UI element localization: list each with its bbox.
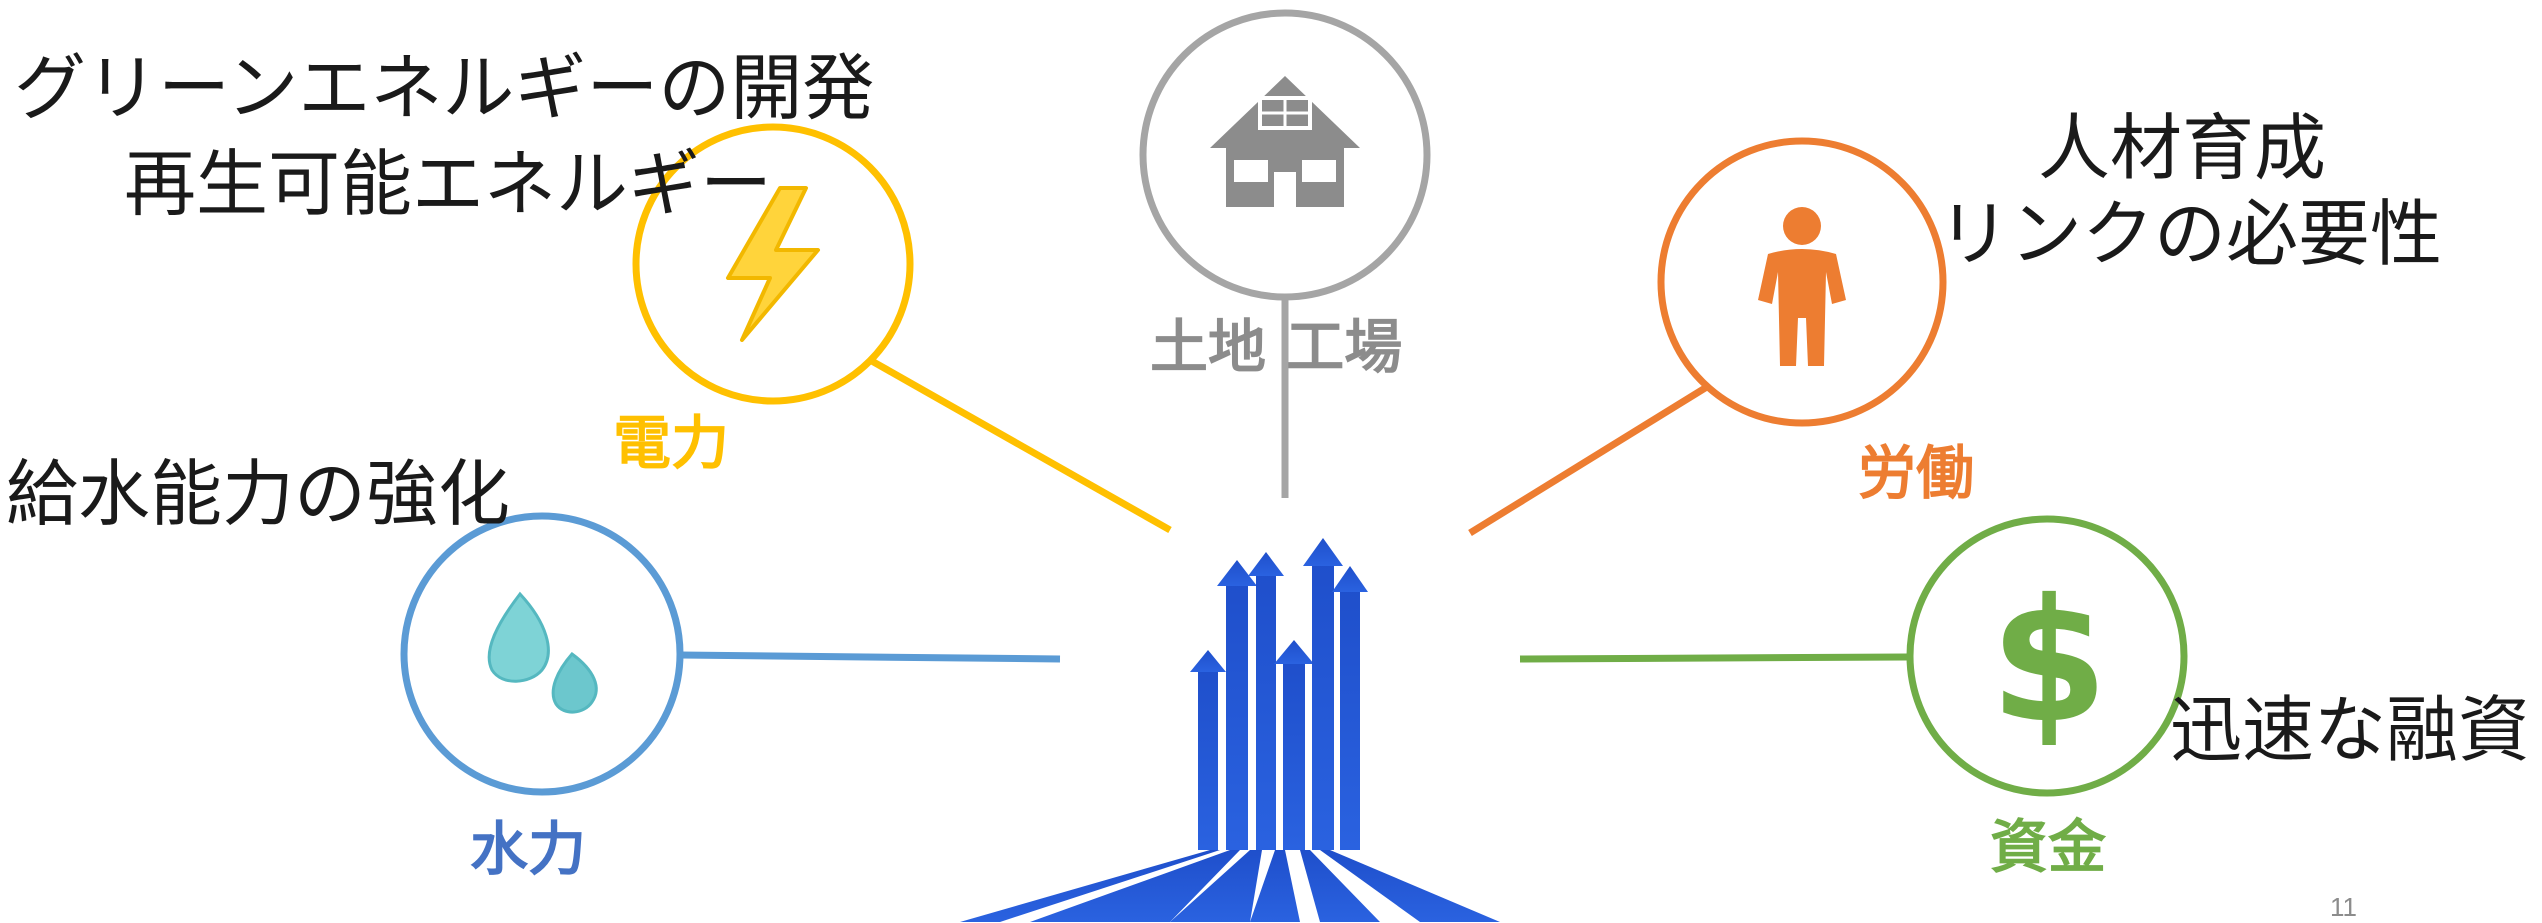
connector-funds bbox=[1519, 653, 1911, 663]
dollar-sign-icon: $ bbox=[1990, 563, 2108, 761]
labor-label: 労働 bbox=[1858, 439, 1975, 507]
funds-circle bbox=[1906, 515, 2188, 797]
funds-label: 資金 bbox=[1990, 813, 2107, 881]
page-number: 11 bbox=[2330, 892, 2357, 922]
green-energy-note-line2: 再生可能エネルギー bbox=[124, 142, 773, 226]
land-label: 土地 工場 bbox=[1150, 313, 1403, 381]
person-icon bbox=[1758, 207, 1846, 366]
connector-water bbox=[679, 651, 1061, 663]
water-supply-note: 給水能力の強化 bbox=[6, 452, 511, 536]
lightning-bolt-icon bbox=[726, 186, 820, 342]
connector-labor bbox=[1468, 382, 1712, 536]
talent-note-line2: リンクの必要性 bbox=[1938, 192, 2443, 276]
connector-power bbox=[868, 356, 1172, 534]
power-label: 電力 bbox=[613, 409, 730, 477]
talent-note-line1: 人材育成 bbox=[2038, 106, 2327, 190]
house-icon bbox=[1210, 76, 1360, 207]
water-drops-icon bbox=[487, 591, 598, 714]
water-label: 水力 bbox=[470, 815, 587, 883]
financing-note: 迅速な融資 bbox=[2170, 688, 2531, 772]
green-energy-note-line1: グリーンエネルギーの開発 bbox=[14, 46, 875, 130]
rising-city-arrows-icon bbox=[960, 538, 1500, 922]
